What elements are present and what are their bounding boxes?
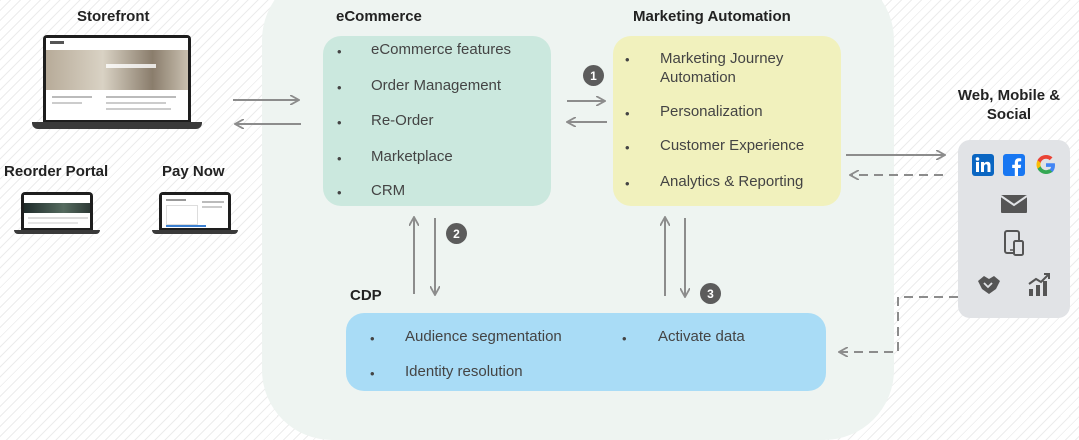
growth-chart-icon [1028,273,1050,296]
bullet-glyph: • [337,80,342,95]
cdp-item-activate-data: Activate data [658,328,745,345]
bullet-glyph: • [337,151,342,166]
facebook-icon [1003,154,1025,176]
cdp-box: • Audience segmentation • Identity resol… [346,313,826,391]
bullet-glyph: • [625,140,630,155]
linkedin-icon [972,154,994,176]
ecommerce-item-marketplace: Marketplace [371,148,453,165]
arrow-channels-to-cdp [840,296,958,352]
bullet-glyph: • [370,331,375,346]
google-icon [1036,155,1055,174]
ecommerce-item-re-order: Re-Order [371,112,434,129]
marketing-automation-heading: Marketing Automation [633,8,791,25]
channels-heading: Web, Mobile & Social [957,87,1061,123]
bullet-glyph: • [622,331,627,346]
storefront-laptop-image [32,35,202,130]
ecommerce-heading: eCommerce [336,8,422,25]
bullet-glyph: • [337,185,342,200]
pay-now-laptop-image [152,192,238,234]
step-badge-2: 2 [446,223,467,244]
cdp-item-identity-resolution: Identity resolution [405,363,523,380]
ecommerce-item-crm: CRM [371,182,406,199]
step-badge-3: 3 [700,283,721,304]
step-badge-1: 1 [583,65,604,86]
bullet-glyph: • [337,44,342,59]
bullet-glyph: • [625,176,630,191]
reorder-portal-laptop-image [14,192,100,234]
handshake-icon [978,276,1000,294]
cdp-item-audience-segmentation: Audience segmentation [405,328,562,345]
marketing-item-analytics-reporting: Analytics & Reporting [660,173,804,190]
bullet-glyph: • [625,52,630,67]
mobile-devices-icon [1004,230,1024,256]
ecommerce-item-features: eCommerce features [371,41,512,58]
bullet-glyph: • [337,115,342,130]
pay-now-heading: Pay Now [162,163,225,180]
ecommerce-box: • eCommerce features • Order Management … [323,36,551,206]
marketing-automation-box: • Marketing Journey Automation • Persona… [613,36,841,206]
email-icon [1000,195,1028,213]
marketing-item-journey-automation: Marketing Journey Automation [660,50,784,86]
channels-panel [958,140,1070,318]
marketing-item-customer-experience: Customer Experience [660,137,805,154]
cdp-heading: CDP [350,287,382,304]
bullet-glyph: • [625,106,630,121]
marketing-item-personalization: Personalization [660,103,763,120]
connector-arrows [233,0,958,416]
bullet-glyph: • [370,366,375,381]
storefront-heading: Storefront [77,8,150,25]
reorder-portal-heading: Reorder Portal [4,163,109,180]
ecommerce-item-order-management: Order Management [371,77,502,94]
